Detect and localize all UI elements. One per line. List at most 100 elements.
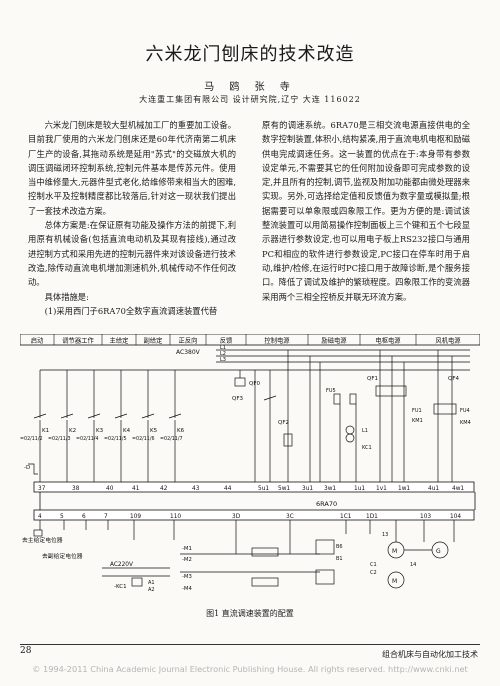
- bus-label: L3: [220, 357, 226, 363]
- body-paragraph: 原有的调速系统。6RA70是三相交流电源直接供电的全数字控制装置,体积小,结构紧…: [262, 120, 470, 302]
- bus-label: L2: [220, 351, 226, 357]
- terminal-label: 41: [132, 486, 140, 492]
- breaker-label: QF3: [232, 396, 243, 402]
- winding-label: A1: [148, 580, 155, 586]
- fuse-label: FU4: [460, 408, 470, 414]
- km-label: -M3: [182, 574, 192, 580]
- d-label: -D: [24, 465, 30, 471]
- header-cell: 启动: [31, 336, 44, 345]
- body-paragraph: 六米龙门刨床是较大型机械加工厂的重要加工设备。目前我厂使用的六米龙门刨床还是60…: [28, 120, 236, 216]
- terminal-label: 7: [104, 514, 108, 520]
- terminal-label: 4u1: [428, 486, 439, 492]
- terminal-label: 5: [60, 514, 64, 520]
- terminal-label: 38: [72, 486, 80, 492]
- terminal-label: 1v1: [376, 486, 387, 492]
- article-affiliation: 大连重工集团有限公司 设计研究院,辽宁 大连 116022: [139, 95, 361, 104]
- copyright-watermark: © 1994-2011 China Academic Journal Elect…: [32, 664, 468, 674]
- header-cell: 电枢电源: [375, 336, 401, 345]
- relay-label: K5: [150, 428, 158, 434]
- article-authors: 马 鸥 张 寺: [204, 82, 296, 93]
- fuse-label: FU5: [326, 388, 336, 394]
- relay-code: =02/11/5: [104, 436, 127, 442]
- terminal-label: 44: [224, 486, 232, 492]
- motor-label: M: [392, 578, 397, 585]
- terminal-label: 4: [38, 514, 42, 520]
- terminal-label: 104: [450, 514, 461, 520]
- journal-name: 组合机床与自动化加工技术: [382, 650, 478, 659]
- kc-label: -KC1: [114, 584, 127, 590]
- motor-label: G: [436, 548, 441, 555]
- body-paragraph: (1)采用西门子6RA70全数字直流调速装置代替: [44, 305, 218, 316]
- relay-label: K4: [123, 428, 131, 434]
- page-number: 28: [20, 646, 32, 656]
- header-cell: 励磁电源: [321, 336, 347, 345]
- aux-pot-label: 去副给定电位器: [42, 552, 83, 560]
- terminal-label: 1D1: [366, 514, 378, 520]
- device-label: 6RA70: [316, 500, 337, 508]
- circuit-diagram: 启动 调节器工作 主给定 副给定 正反向 反馈 控制电源 励磁电源 电枢电源 风…: [20, 334, 480, 593]
- article-title: 六米龙门刨床的技术改造: [145, 44, 355, 65]
- terminal-label: 37: [38, 486, 46, 492]
- diagram-header: 启动 调节器工作 主给定 副给定 正反向 反馈 控制电源 励磁电源 电枢电源 风…: [20, 334, 480, 346]
- terminal-label: 110: [170, 514, 181, 520]
- misc-label: KC1: [362, 445, 372, 451]
- supply-bus: AC380V L1 L2 L3 QF0: [40, 345, 470, 387]
- relay-label: K3: [96, 428, 104, 434]
- km-label: -M1: [182, 546, 192, 552]
- header-cell: 控制电源: [264, 336, 290, 345]
- relay-bank: K1 K2 K3 K4 K5 K6 =02/11/2 =02/11/3 =02/…: [20, 370, 185, 482]
- terminal-label: 3u1: [302, 486, 313, 492]
- misc-label: KM4: [460, 420, 471, 426]
- fuse-label: FU1: [412, 408, 422, 414]
- body-paragraph: 具体措施是:: [44, 291, 89, 302]
- figure-caption: 图1 直流调速装置的配置: [206, 609, 294, 618]
- header-cell: 反馈: [220, 336, 233, 345]
- misc-label: L1: [362, 428, 368, 434]
- relay-code: =02/11/2: [20, 436, 43, 442]
- body-column-left: 六米龙门刨床是较大型机械加工厂的重要加工设备。目前我厂使用的六米龙门刨床还是60…: [28, 118, 236, 318]
- winding-label: 14: [410, 562, 416, 568]
- relay-label: K1: [42, 428, 49, 434]
- header-cell: 副给定: [144, 336, 164, 345]
- ac380-label: AC380V: [176, 349, 201, 356]
- relay-code: =02/11/7: [160, 436, 183, 442]
- breaker-label: QF2: [278, 420, 289, 426]
- relay-label: K2: [69, 428, 76, 434]
- header-cell: 正反向: [179, 336, 198, 345]
- terminal-label: 5w1: [278, 486, 290, 492]
- breaker-label: QF1: [367, 376, 378, 382]
- relay-code: =02/11/4: [76, 436, 99, 442]
- main-pot-label: 去主给定电位器: [22, 536, 63, 544]
- winding-label: B1: [336, 556, 343, 562]
- relay-label: K6: [177, 428, 185, 434]
- terminal-label: 3C: [286, 514, 294, 520]
- terminal-label: 3D: [232, 514, 241, 520]
- bus-label: L1: [220, 345, 226, 351]
- terminal-label: 109: [130, 514, 141, 520]
- ac220-label: AC220V: [110, 562, 133, 568]
- terminal-label: 103: [420, 514, 431, 520]
- terminal-label: 1u1: [354, 486, 365, 492]
- terminal-label: 1w1: [398, 486, 410, 492]
- terminal-label: 1C1: [340, 514, 352, 520]
- misc-label: KM1: [412, 418, 423, 424]
- header-cell: 主给定: [110, 336, 130, 345]
- km-label: -M4: [182, 586, 192, 592]
- body-column-right: 原有的调速系统。6RA70是三相交流电源直接供电的全数字控制装置,体积小,结构紧…: [262, 118, 470, 304]
- terminal-label: 6: [82, 514, 86, 520]
- lower-circuits: 去主给定电位器 去副给定电位器 AC220V -KC1 A1 A2 -M1 -M…: [22, 520, 455, 593]
- winding-label: C2: [370, 570, 377, 576]
- terminal-label: 3w1: [324, 486, 336, 492]
- body-paragraph: 总体方案是:在保证原有功能及操作方法的前提下,利用原有机械设备(包括直流电动机及…: [28, 220, 236, 288]
- winding-label: A2: [148, 587, 155, 593]
- relay-code: =02/11/3: [48, 436, 71, 442]
- drive-unit-6ra70: 37 38 40 41 42 43 44 5u1 5w1 3u1 3w1 1u1…: [33, 481, 476, 521]
- power-section: QF3 QF2 FU5 L1 KC1 QF1 FU1 KM1 QF4 FU4 K…: [232, 350, 471, 482]
- header-cell: 调节器工作: [62, 336, 94, 345]
- winding-label: 13: [382, 532, 388, 538]
- terminal-label: 42: [160, 486, 168, 492]
- km-label: -M2: [182, 557, 192, 563]
- terminal-label: 4w1: [452, 486, 464, 492]
- terminal-label: 40: [106, 486, 114, 492]
- terminal-label: 43: [192, 486, 200, 492]
